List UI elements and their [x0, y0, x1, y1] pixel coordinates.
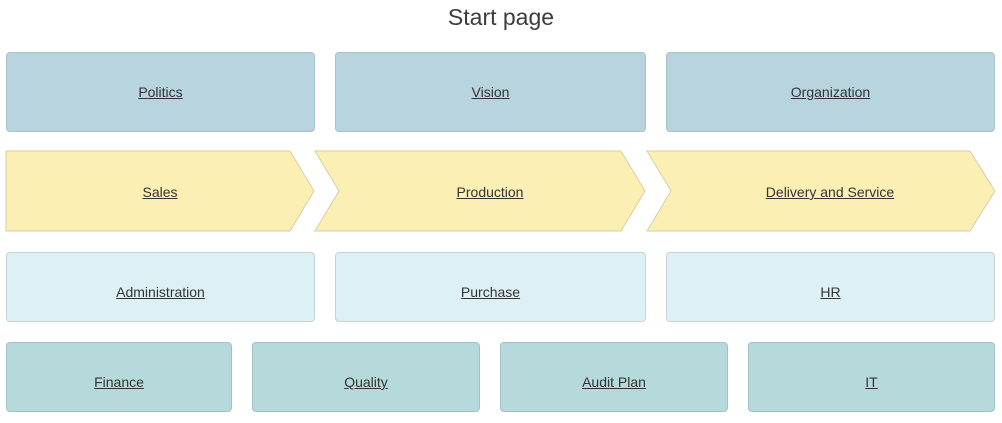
link-audit-plan[interactable]: Audit Plan [582, 374, 646, 390]
chevron-production-label: Production [335, 182, 645, 202]
link-administration[interactable]: Administration [116, 284, 205, 300]
tile-hr[interactable]: HR [666, 252, 995, 322]
link-sales[interactable]: Sales [142, 184, 178, 200]
link-hr[interactable]: HR [820, 284, 841, 300]
chevron-delivery[interactable] [646, 150, 996, 232]
link-production[interactable]: Production [456, 184, 524, 200]
page-title: Start page [447, 4, 555, 30]
tile-politics[interactable]: Politics [6, 52, 315, 132]
link-delivery-and-service[interactable]: Delivery and Service [765, 184, 895, 200]
tile-finance[interactable]: Finance [6, 342, 232, 412]
link-politics[interactable]: Politics [138, 84, 183, 100]
link-organization[interactable]: Organization [790, 84, 871, 100]
chevron-sales[interactable] [5, 150, 315, 232]
link-purchase[interactable]: Purchase [460, 284, 521, 300]
tile-quality[interactable]: Quality [252, 342, 480, 412]
tile-audit-plan[interactable]: Audit Plan [500, 342, 728, 412]
link-finance[interactable]: Finance [94, 374, 144, 390]
tile-it[interactable]: IT [748, 342, 995, 412]
chevron-sales-label: Sales [6, 182, 314, 202]
chevron-production[interactable] [314, 150, 646, 232]
link-quality[interactable]: Quality [344, 374, 388, 390]
link-vision[interactable]: Vision [471, 84, 510, 100]
core-process-chevrons [5, 150, 996, 232]
tile-purchase[interactable]: Purchase [335, 252, 646, 322]
tile-administration[interactable]: Administration [6, 252, 315, 322]
tile-organization[interactable]: Organization [666, 52, 995, 132]
link-it[interactable]: IT [865, 374, 878, 390]
tile-vision[interactable]: Vision [335, 52, 646, 132]
chevron-delivery-label: Delivery and Service [666, 182, 994, 202]
